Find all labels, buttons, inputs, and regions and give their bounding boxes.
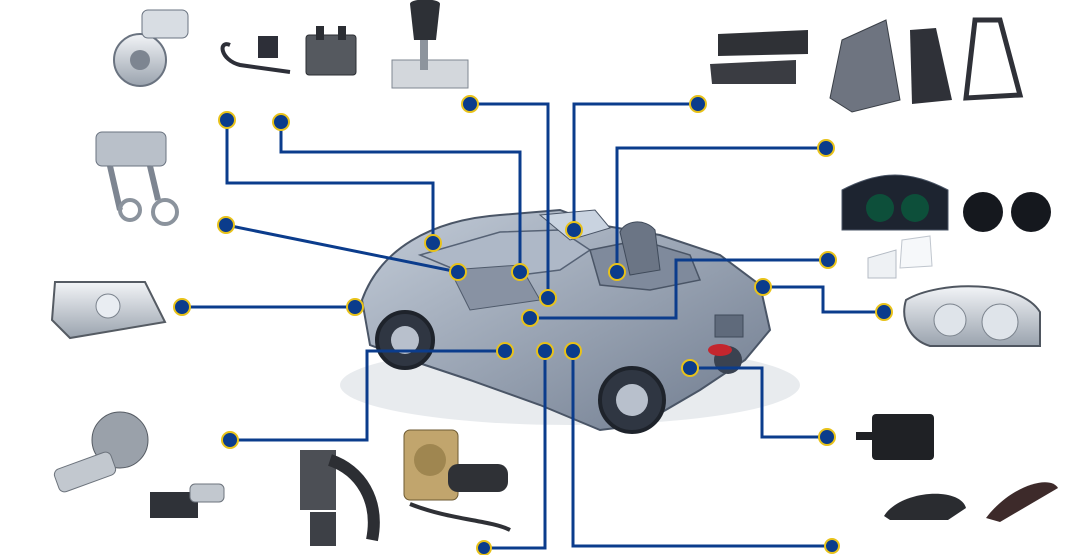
callout-dot — [218, 111, 236, 129]
callout-dot — [536, 342, 554, 360]
canister-icon — [856, 414, 934, 460]
door-handle-icon — [884, 482, 1058, 522]
connector-line — [571, 351, 832, 548]
callout-dot — [818, 428, 836, 446]
connector-line — [279, 122, 522, 272]
ignition-coil-icon — [220, 26, 357, 76]
headlamp-icon — [903, 285, 1041, 347]
lens-icon — [867, 235, 933, 279]
callout-dot — [217, 216, 235, 234]
window-motor-icon — [53, 411, 225, 518]
car-cutaway-illustration — [340, 208, 800, 434]
callout-dot — [461, 95, 479, 113]
callout-dot — [817, 139, 835, 157]
callout-dot — [564, 342, 582, 360]
seat-belt-icon — [300, 450, 380, 546]
wiper-linkage-icon — [95, 131, 179, 226]
callout-dot — [424, 234, 442, 252]
callout-dot — [875, 303, 893, 321]
callout-dot — [521, 309, 539, 327]
callout-dot — [346, 298, 364, 316]
callout-dots — [173, 95, 893, 556]
callout-dot — [754, 278, 772, 296]
callout-dot — [681, 359, 699, 377]
gear-shifter-icon — [391, 0, 469, 89]
blower-motor-icon — [113, 9, 189, 87]
connector-line — [225, 120, 435, 243]
callout-dot — [608, 263, 626, 281]
callout-dot — [539, 289, 557, 307]
headlamp-icon — [50, 281, 167, 340]
connector-line — [230, 349, 505, 442]
connector-line — [763, 285, 884, 314]
callout-dot — [496, 342, 514, 360]
instrument-cluster-icon — [841, 174, 1051, 232]
connector-lines — [182, 102, 884, 550]
connector-line — [470, 102, 550, 298]
callout-dot — [476, 540, 492, 556]
sun-visor-icon — [710, 30, 808, 84]
callout-dot — [511, 263, 529, 281]
callout-dot — [173, 298, 191, 316]
seat-frame-icon — [829, 17, 1024, 113]
callout-dot — [565, 221, 583, 239]
connector-line — [484, 351, 547, 550]
callout-dot — [272, 113, 290, 131]
connector-line — [225, 223, 459, 274]
callout-dot — [689, 95, 707, 113]
callout-dot — [449, 263, 467, 281]
connector-line — [572, 102, 698, 230]
connector-line — [530, 258, 828, 320]
connector-line — [615, 146, 826, 272]
callout-dot — [824, 538, 840, 554]
callout-dot — [819, 251, 837, 269]
wiper-motor-icon — [403, 429, 511, 532]
callout-dot — [221, 431, 239, 449]
connector-line — [690, 366, 827, 439]
